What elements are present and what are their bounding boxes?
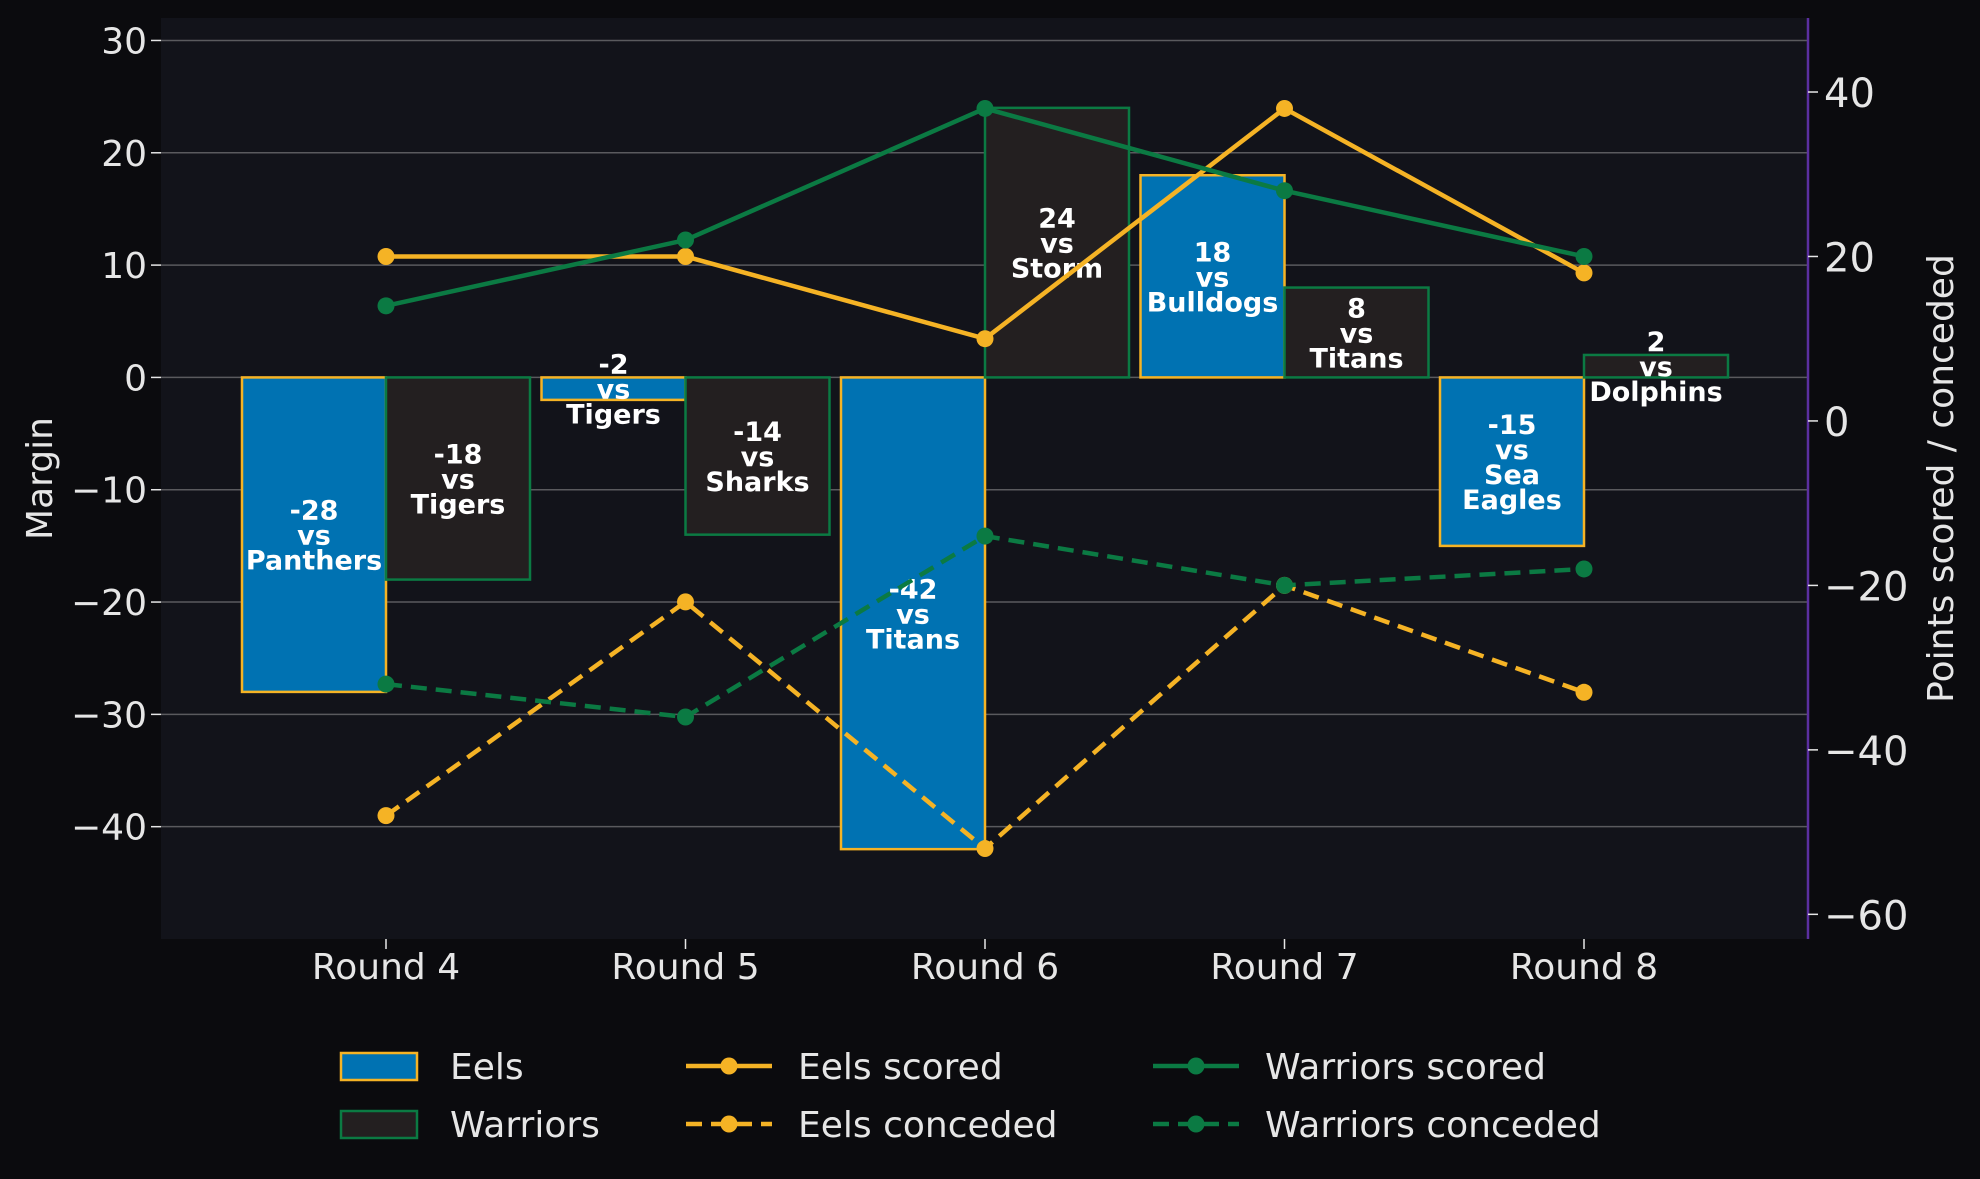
bar-eels xyxy=(839,376,987,851)
series-point xyxy=(677,231,694,249)
bar-data-label: vs xyxy=(1340,318,1374,349)
legend-label: Eels xyxy=(450,1047,524,1088)
y2-tick-label: 40 xyxy=(1824,71,1875,117)
y2-tick-label: 0 xyxy=(1824,400,1849,446)
bar-data-label: vs xyxy=(1495,435,1529,466)
y-tick-label: 0 xyxy=(124,358,147,399)
bar-data-label: -42 xyxy=(889,574,938,605)
y-tick-label: −40 xyxy=(71,808,147,849)
bar-data-label: Titans xyxy=(866,624,960,655)
bar-data-label: -14 xyxy=(733,417,782,448)
y-tick-label: 30 xyxy=(101,21,147,62)
bar-data-label: 24 xyxy=(1038,204,1076,235)
series-point xyxy=(377,247,395,265)
bar-data-label: Sea xyxy=(1484,460,1540,491)
bar-warriors xyxy=(384,376,532,581)
series-point xyxy=(976,527,994,545)
x-tick-label: Round 4 xyxy=(312,947,460,988)
bar-data-label: -15 xyxy=(1488,410,1537,441)
y2-tick-label: −60 xyxy=(1824,893,1908,939)
bar-data-label: 2 xyxy=(1647,327,1666,358)
series-point xyxy=(377,675,395,693)
y2-tick-label: 20 xyxy=(1824,235,1875,281)
series-point xyxy=(976,99,994,117)
bar-warriors xyxy=(684,376,831,536)
bar-data-label: Tigers xyxy=(411,490,506,521)
y-axis-label: Margin xyxy=(20,417,61,540)
x-tick-label: Round 6 xyxy=(911,947,1059,988)
y-tick-label: −30 xyxy=(71,695,147,736)
legend-label: Warriors xyxy=(450,1105,600,1146)
y2-axis-label: Points scored / conceded xyxy=(1921,254,1962,703)
legend-marker xyxy=(1187,1057,1205,1075)
bar-data-label: vs xyxy=(1196,262,1230,293)
series-point xyxy=(377,297,395,315)
series-point xyxy=(677,708,694,726)
x-tick-label: Round 7 xyxy=(1210,947,1358,988)
y-tick-label: −10 xyxy=(71,471,147,512)
series-point xyxy=(377,807,395,825)
legend-swatch xyxy=(339,1051,419,1082)
bar-data-label: vs xyxy=(441,465,475,496)
x-tick-label: Round 5 xyxy=(611,947,759,988)
bar-data-label: Bulldogs xyxy=(1147,287,1279,318)
y2-tick-label: −40 xyxy=(1824,729,1908,775)
legend-label: Eels conceded xyxy=(798,1105,1058,1146)
legend-label: Warriors scored xyxy=(1265,1047,1546,1088)
bar-data-label: vs xyxy=(741,442,775,473)
bar-data-label: vs xyxy=(297,521,331,552)
bar-data-label: Titans xyxy=(1309,343,1403,374)
bar-warriors xyxy=(983,106,1131,379)
y-tick-label: −20 xyxy=(71,583,147,624)
y-tick-label: 20 xyxy=(101,134,147,175)
series-point xyxy=(1276,576,1293,594)
series-point xyxy=(677,593,694,611)
legend-marker xyxy=(720,1057,738,1075)
bar-data-label: Tigers xyxy=(566,400,661,431)
bar-data-label: vs xyxy=(1040,229,1074,260)
bar-warriors xyxy=(1283,286,1430,379)
series-point xyxy=(1575,560,1593,578)
series-point xyxy=(976,330,994,348)
bar-data-label: vs xyxy=(896,599,930,630)
legend-swatch xyxy=(339,1109,419,1140)
bar-data-label: -18 xyxy=(434,440,483,471)
legend-marker xyxy=(1187,1115,1205,1133)
x-tick-label: Round 8 xyxy=(1510,947,1658,988)
bar-data-label: Dolphins xyxy=(1589,377,1722,408)
bar-data-label: 18 xyxy=(1194,237,1232,268)
series-point xyxy=(1575,264,1593,282)
legend-label: Warriors conceded xyxy=(1265,1105,1601,1146)
series-point xyxy=(1276,99,1293,117)
bar-eels xyxy=(1438,376,1586,548)
series-point xyxy=(1276,182,1293,200)
legend-marker xyxy=(720,1115,738,1133)
bar-data-label: -2 xyxy=(599,350,629,381)
bar-warriors xyxy=(1582,353,1730,379)
bar-data-label: Sharks xyxy=(705,467,809,498)
series-point xyxy=(976,840,994,858)
series-point xyxy=(1575,683,1593,701)
bar-data-label: Eagles xyxy=(1462,485,1562,516)
y2-tick-label: −20 xyxy=(1824,564,1908,610)
y-tick-label: 10 xyxy=(101,246,147,287)
bar-data-label: vs xyxy=(1639,352,1673,383)
bar-data-label: Panthers xyxy=(246,546,382,577)
series-point xyxy=(677,247,694,265)
series-point xyxy=(1575,247,1593,265)
bar-data-label: 8 xyxy=(1347,293,1366,324)
bar-data-label: vs xyxy=(597,375,631,406)
bar-eels xyxy=(1139,173,1286,379)
legend-label: Eels scored xyxy=(798,1047,1003,1088)
bar-data-label: -28 xyxy=(290,496,339,527)
bar-eels xyxy=(240,376,388,694)
